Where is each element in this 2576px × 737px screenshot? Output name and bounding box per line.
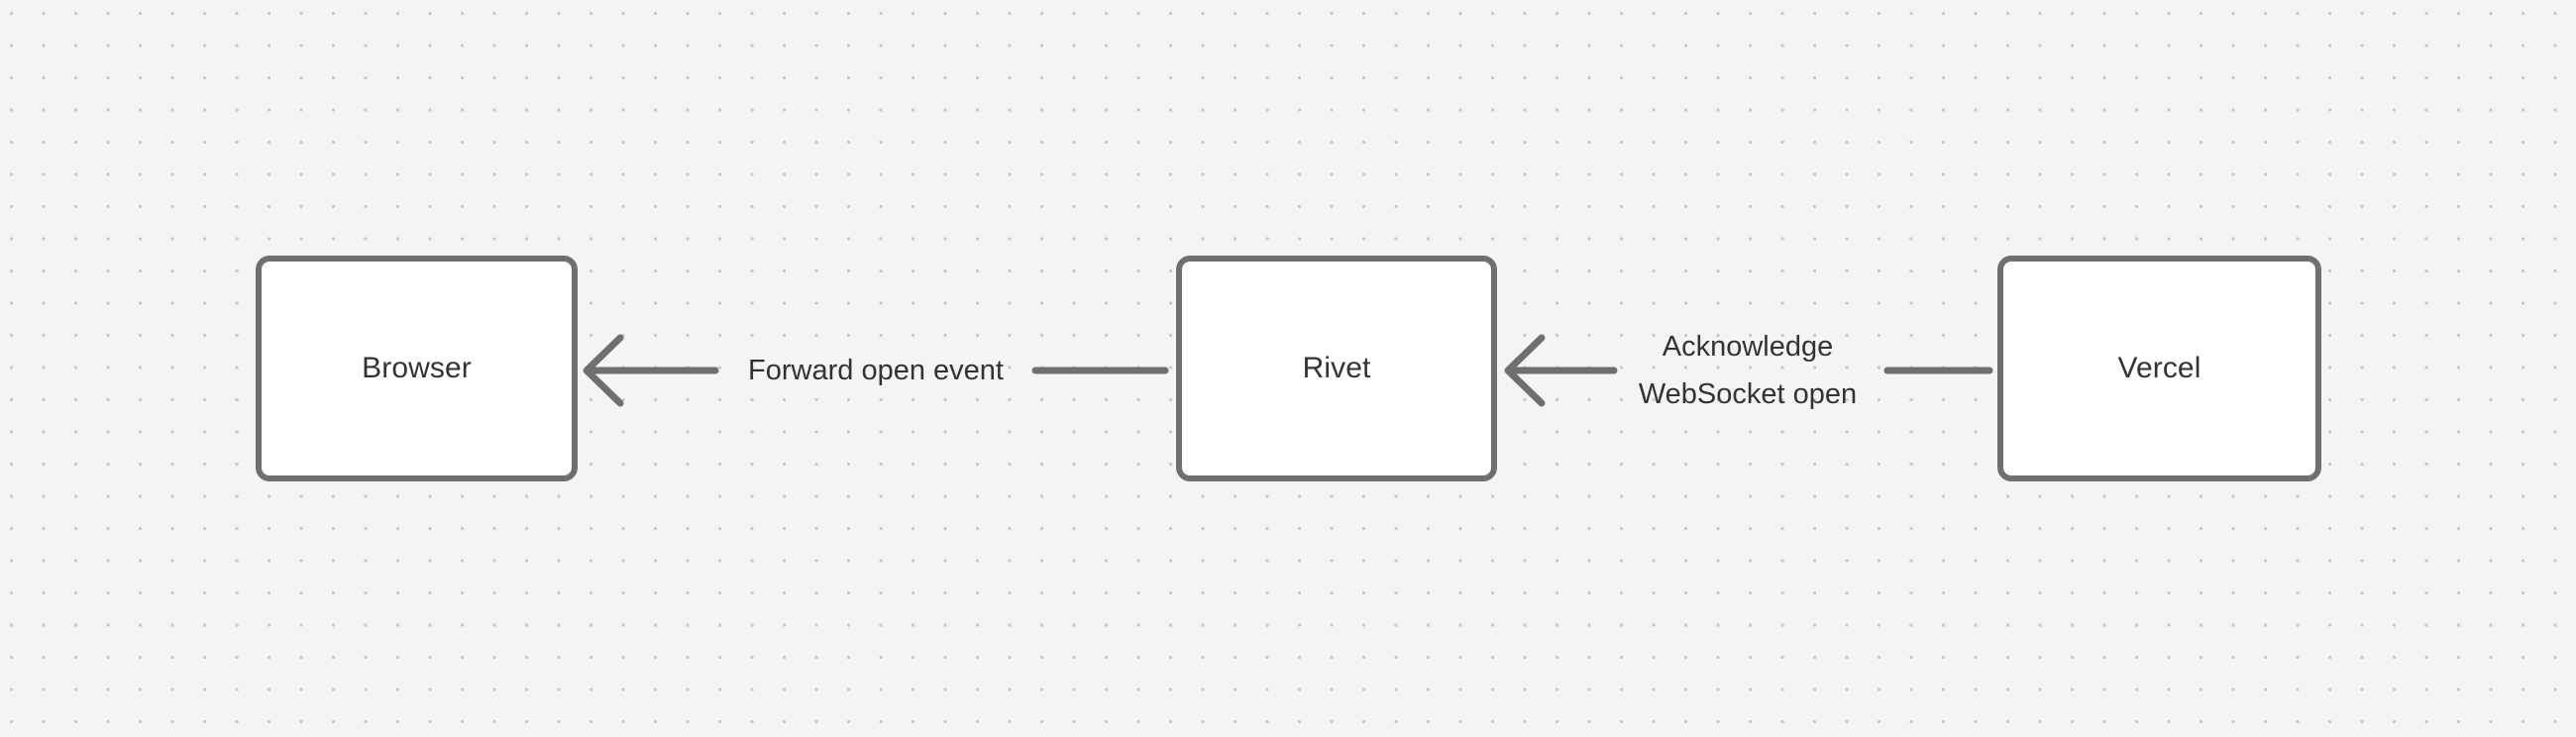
node-vercel[interactable]: Vercel [1997, 256, 2321, 481]
node-browser-label: Browser [362, 352, 472, 384]
arrowhead-icon [1504, 334, 1546, 407]
node-rivet-label: Rivet [1302, 352, 1371, 384]
node-browser[interactable]: Browser [256, 256, 578, 481]
arrowhead-icon [583, 334, 624, 407]
node-rivet[interactable]: Rivet [1176, 256, 1497, 481]
edge-label-acknowledge-websocket-open: Acknowledge WebSocket open [1638, 331, 1858, 410]
edge-label-forward-open-event: Forward open event [748, 355, 1004, 386]
node-vercel-label: Vercel [2117, 352, 2201, 384]
